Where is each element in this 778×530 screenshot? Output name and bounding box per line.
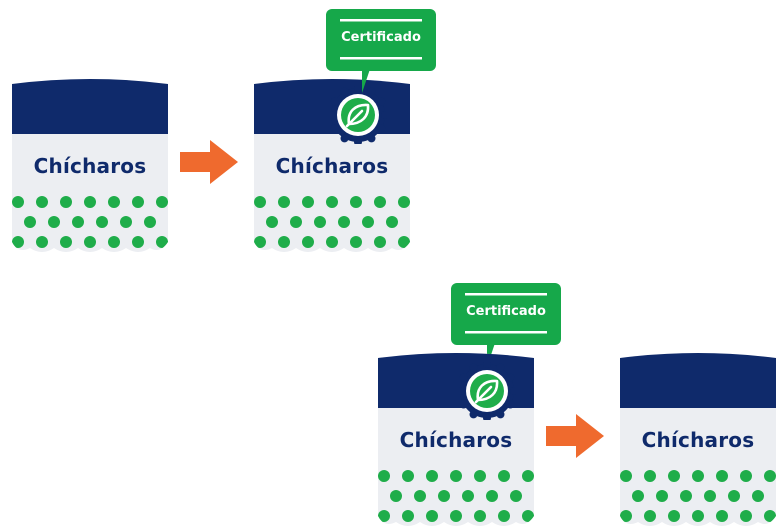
leaf-icon [474, 379, 499, 404]
arrow-right-icon [546, 414, 604, 458]
bag-illustration [12, 79, 168, 252]
pea-bag-plain-top: Chícharos [10, 74, 170, 254]
pea-bag-plain-bottom: Chícharos [618, 348, 778, 528]
certification-seal [329, 86, 387, 144]
certified-callout: Certificado [451, 283, 561, 367]
certification-seal [458, 362, 516, 420]
bag-illustration [254, 79, 410, 252]
bag-label: Chícharos [399, 428, 513, 452]
pea-bag-certified-top: Chícharos [252, 74, 412, 254]
leaf-icon [345, 103, 370, 128]
bag-label: Chícharos [275, 154, 389, 178]
certified-label: Certificado [341, 30, 421, 45]
certified-label: Certificado [466, 304, 546, 319]
bag-label: Chícharos [641, 428, 755, 452]
bag-illustration [620, 353, 776, 526]
arrow-right-icon [180, 140, 238, 184]
bag-illustration [378, 353, 534, 526]
bag-label: Chícharos [33, 154, 147, 178]
pea-bag-certified-bottom: Chícharos [376, 348, 536, 528]
certified-callout: Certificado [326, 9, 436, 93]
